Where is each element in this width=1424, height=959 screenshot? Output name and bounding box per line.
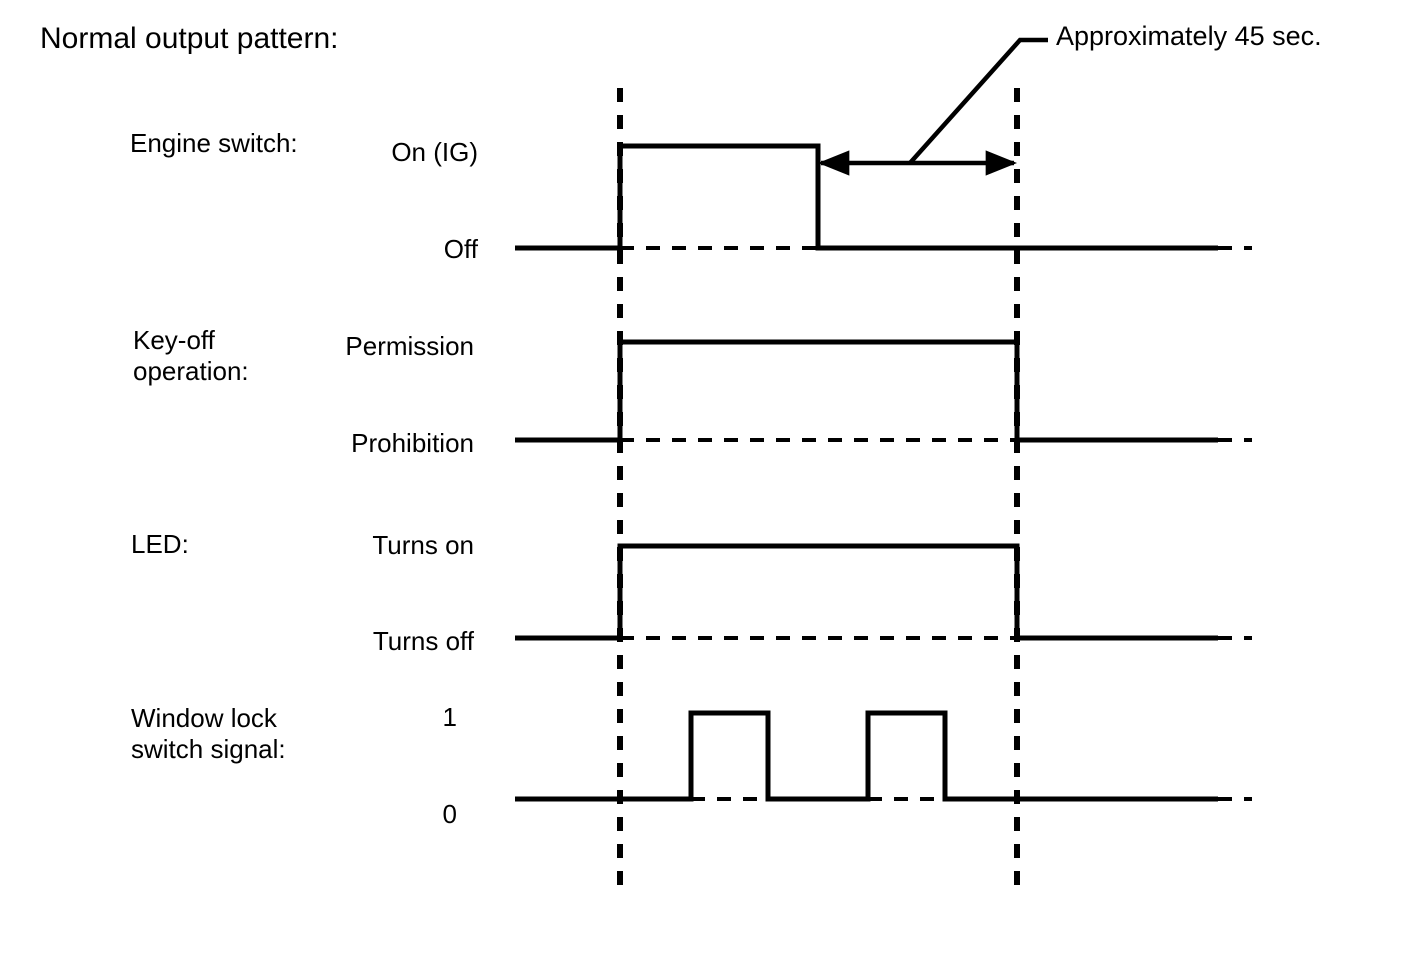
waveform-engine-switch xyxy=(515,143,1218,251)
row-label-led: LED: xyxy=(131,529,189,559)
level-label-zero: 0 xyxy=(442,799,457,829)
row-label-key-off-operation: Key-off operation: xyxy=(133,325,249,386)
waveform-key-off-operation xyxy=(515,339,1218,443)
level-label-turns-off: Turns off xyxy=(372,626,474,656)
level-label-on-ig: On (IG) xyxy=(391,137,478,167)
annotation-duration-label: Approximately 45 sec. xyxy=(1056,21,1322,51)
row-label-engine-switch: Engine switch: xyxy=(130,128,298,158)
level-label-off: Off xyxy=(443,234,478,264)
annotation-leader-line xyxy=(908,37,1048,165)
level-label-prohibition: Prohibition xyxy=(351,428,474,458)
level-label-turns-on: Turns on xyxy=(372,530,474,560)
page-title: Normal output pattern: xyxy=(40,22,339,55)
waveform-window-lock-switch-signal xyxy=(515,710,1218,802)
row-label-window-lock-switch-signal: Window lock switch signal: xyxy=(131,703,286,764)
waveform-led xyxy=(515,543,1218,641)
level-label-permission: Permission xyxy=(345,331,474,361)
baseline-dashed-group xyxy=(620,246,1252,801)
waveform-group xyxy=(515,37,1252,888)
level-label-one: 1 xyxy=(442,702,457,732)
